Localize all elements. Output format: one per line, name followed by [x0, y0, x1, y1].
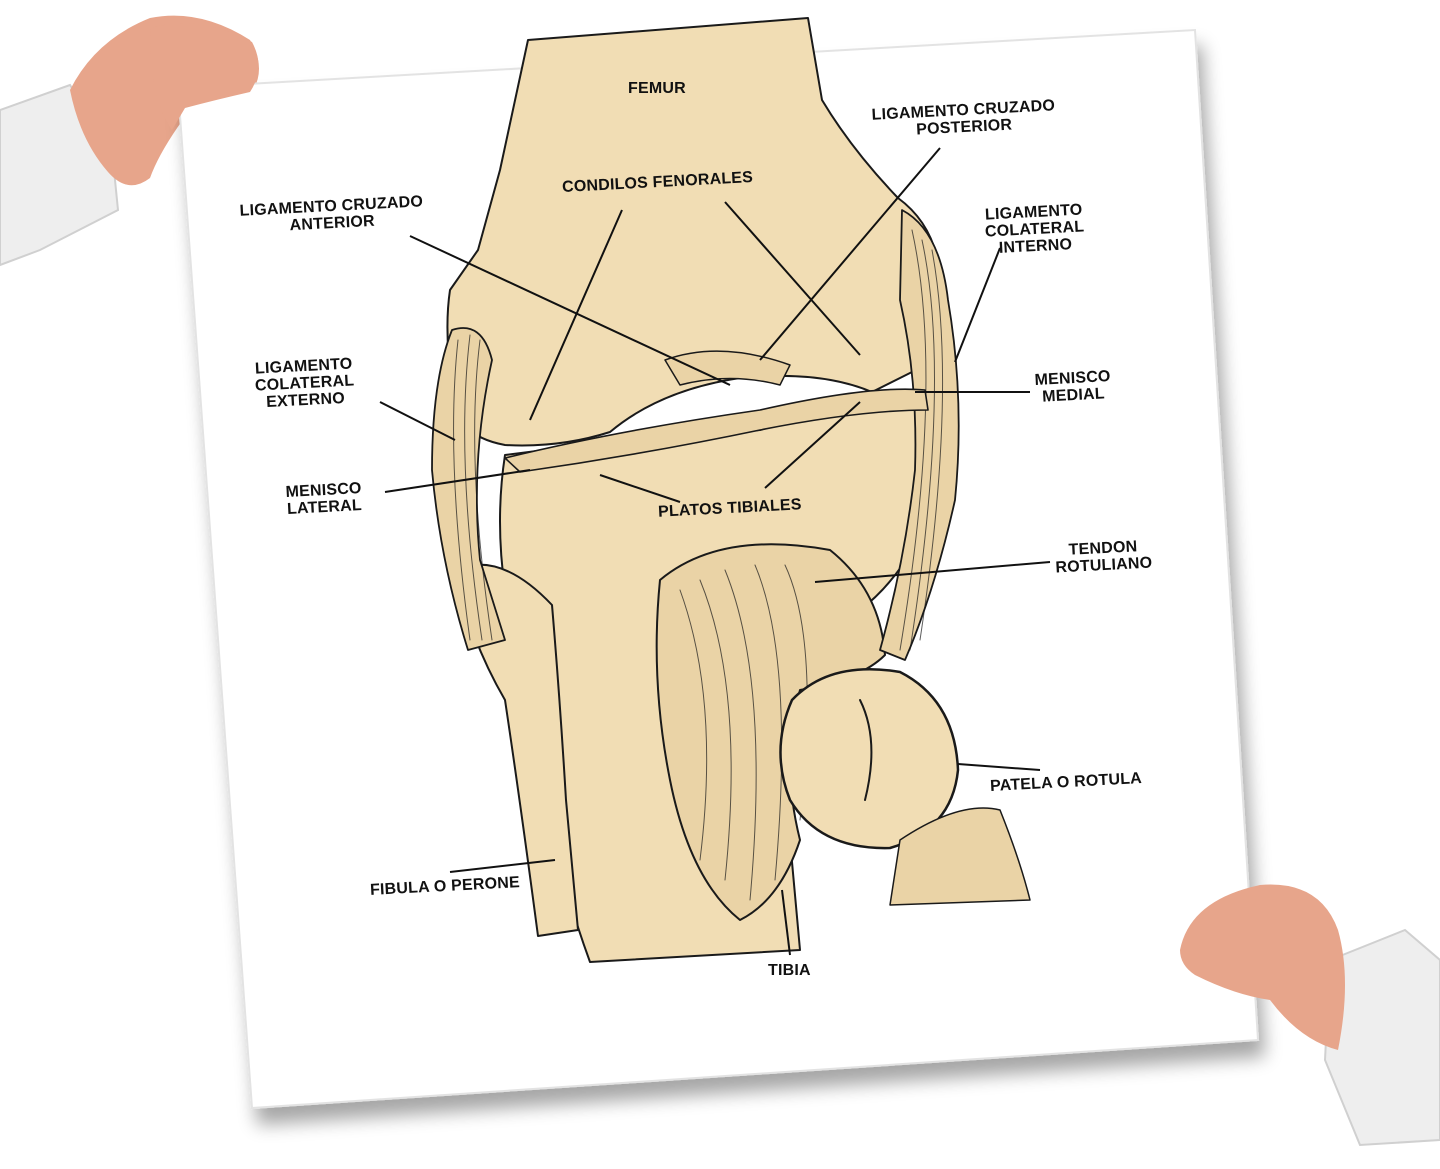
label-menisco-medial: MENISCO MEDIAL — [1034, 368, 1112, 406]
label-ligamento-colateral-interno: LIGAMENTO COLATERAL INTERNO — [984, 201, 1086, 257]
label-tendon-rotuliano: TENDON ROTULIANO — [1054, 537, 1153, 576]
label-ligamento-colateral-externo: LIGAMENTO COLATERAL EXTERNO — [254, 355, 356, 411]
label-femur: FEMUR — [628, 80, 686, 97]
label-menisco-lateral: MENISCO LATERAL — [285, 480, 363, 518]
label-tibia: TIBIA — [768, 962, 811, 979]
